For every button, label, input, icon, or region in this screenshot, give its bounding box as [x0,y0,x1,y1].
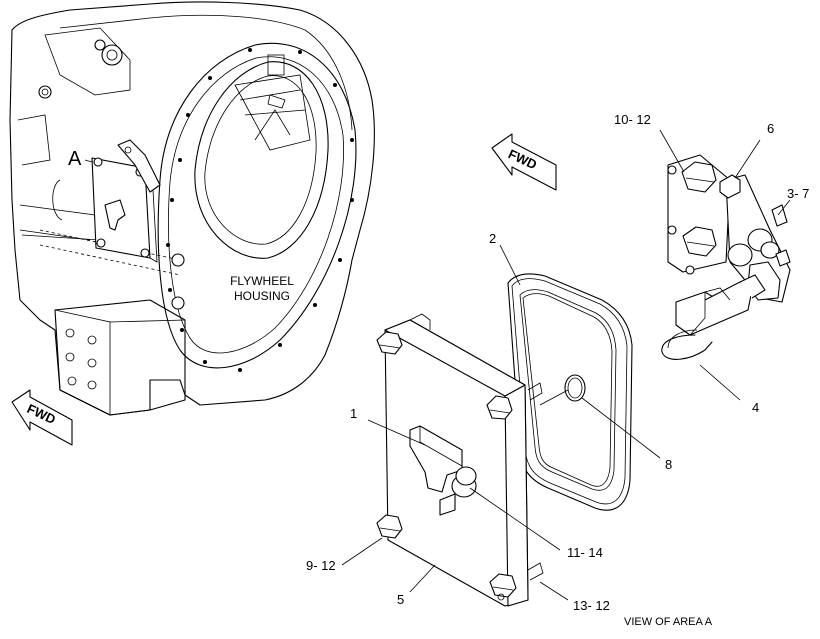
view-marker-a: A [68,148,82,170]
speed-sensor [661,274,766,360]
fwd-arrow-right: FWD [491,133,557,191]
view-caption: VIEW OF AREA A [624,616,713,628]
callout-4: 4 [752,400,759,415]
callout-5: 5 [397,592,404,607]
callout-13-12: 13- 12 [573,598,610,613]
cover-bolt-bottom-left [376,514,403,539]
callout-10-12: 10- 12 [614,112,651,127]
bracket-assembly [667,154,791,303]
gasket [507,273,633,511]
bracket-bolt-lower [682,226,717,257]
callout-8: 8 [665,457,672,472]
callout-9-12: 9- 12 [306,558,336,573]
callout-3-7: 3- 7 [787,186,809,201]
flywheel-housing [9,1,375,416]
bracket-bolt-upper [681,161,717,193]
sensor-bolt [451,466,477,498]
o-ring [564,374,586,402]
callout-6: 6 [767,121,774,136]
housing-label-line2: HOUSING [234,289,290,303]
sensor-bracket [409,425,463,516]
fwd-arrow-left: FWD [11,389,73,446]
leader-lines [341,129,791,601]
cover-plate [376,313,544,607]
cover-bolt-top-right [486,395,513,420]
callout-11-14: 11- 14 [567,545,603,560]
callout-1: 1 [350,406,357,421]
cover-bolt-top-left [376,331,403,355]
cover-bolt-bottom-right [489,573,517,601]
bracket-nuts [727,204,791,301]
callout-2: 2 [489,231,496,246]
housing-label-line1: FLYWHEEL [230,274,294,288]
